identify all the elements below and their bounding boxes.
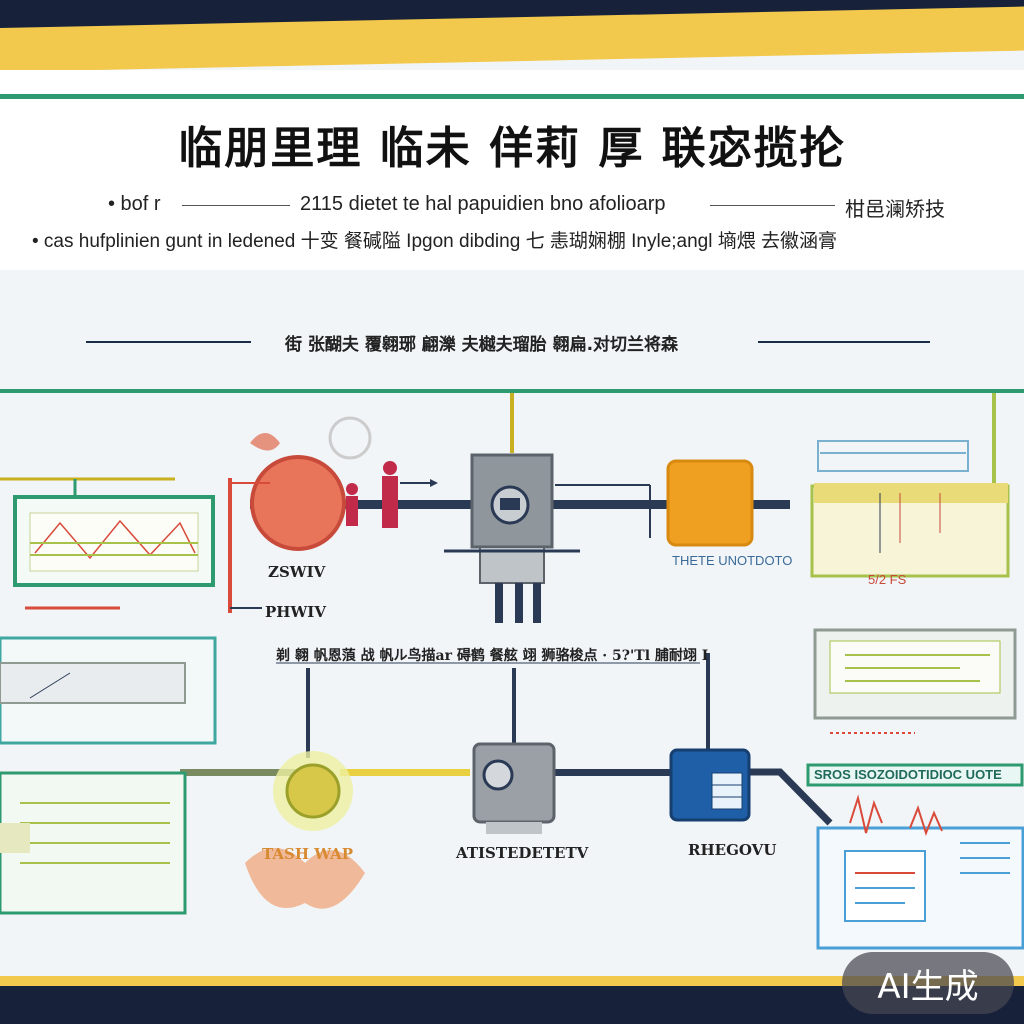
diagram-top-rule bbox=[0, 389, 1024, 393]
process-flow-diagram bbox=[0, 393, 1024, 950]
right-feed-pipe bbox=[992, 393, 996, 493]
header-panel bbox=[0, 70, 1024, 270]
subtitle-line1-right: 柑邑澜矫技 bbox=[845, 199, 945, 221]
label-bottom-right-header: SROS ISOZOIDOTIDIOC UOTE bbox=[814, 767, 1002, 782]
subtitle-line1-rule-right bbox=[710, 205, 835, 206]
ai-generated-badge: AI生成 bbox=[842, 952, 1014, 1014]
worker-figures bbox=[346, 461, 438, 528]
panel-left-middle bbox=[0, 606, 217, 745]
red-reactor-unit bbox=[228, 416, 372, 613]
subtitle-line1-mid: 2115 dietet te hal papuidien bno afolioa… bbox=[300, 193, 666, 215]
connector-v1 bbox=[306, 668, 310, 758]
panel-left-top bbox=[0, 477, 215, 587]
subtitle-line2: • cas hufplinien gunt in ledened 十变 餐碱隘 … bbox=[32, 231, 838, 252]
label-bottom-left-unit: TASH WAP bbox=[262, 845, 354, 863]
grey-central-machine bbox=[444, 453, 651, 623]
panel-left-bottom bbox=[0, 771, 187, 915]
lower-pipe-yellow bbox=[340, 769, 470, 776]
section-title: 街 张醐夫 覆翱琊 翩濼 夫樾夫瑠胎 翱扁.对切兰将森 bbox=[285, 335, 679, 355]
section-rule-left bbox=[86, 341, 251, 343]
orange-storage-unit bbox=[666, 459, 754, 547]
label-below-left-unit: PHWIV bbox=[265, 603, 326, 621]
section-rule-right bbox=[758, 341, 930, 343]
page-title: 临朋里理 临未 佯莉 厚 联宓揽抡 bbox=[178, 123, 846, 174]
panel-right-middle bbox=[813, 628, 1017, 734]
label-top-left-unit: ZSWIV bbox=[268, 563, 326, 581]
header-green-rule bbox=[0, 94, 1024, 99]
grey-lower-machine bbox=[472, 742, 556, 834]
yellow-gear-unit bbox=[245, 751, 365, 909]
label-bottom-mid-unit: ATISTEDETETV bbox=[456, 844, 589, 862]
top-feed-pipe bbox=[510, 393, 514, 453]
label-mid-caption: 剃 翱 帆恩蒗 战 帆ル鸟描ar 碍鹤 餐舷 翊 狮骆梭点 · 5?'Tl 脯耐… bbox=[276, 648, 709, 664]
lower-pipe-right bbox=[748, 768, 833, 826]
panel-right-bottom bbox=[806, 763, 1024, 950]
connector-v2 bbox=[512, 668, 516, 758]
label-right-top-unit: 5/2 FS bbox=[868, 572, 907, 587]
lower-pipe-left bbox=[180, 769, 315, 776]
blue-lower-machine bbox=[669, 748, 751, 822]
bottom-yellow-stripe bbox=[0, 976, 1024, 986]
subtitle-line1-left: • bof r bbox=[108, 193, 161, 215]
lower-pipe-mid bbox=[555, 769, 675, 776]
panel-right-top bbox=[810, 440, 1010, 578]
subtitle-line1-rule-left bbox=[182, 205, 290, 206]
connector-v3 bbox=[706, 653, 710, 758]
label-bottom-blue-unit: RHEGOVU bbox=[688, 841, 777, 859]
label-orange-unit: THETE UNOTDOTO bbox=[672, 553, 793, 568]
